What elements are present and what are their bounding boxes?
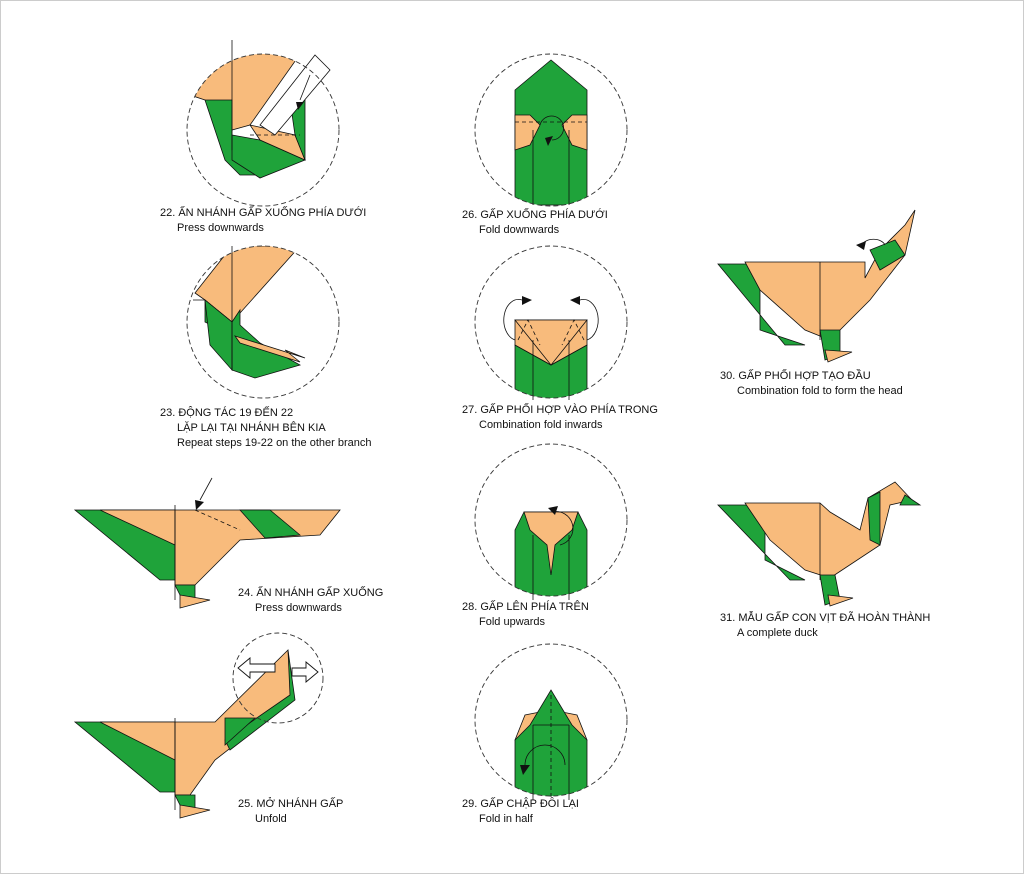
step-29-title: 29. GẤP CHẬP ĐÔI LẠI — [462, 798, 579, 810]
step-22-subtitle: Press downwards — [177, 222, 264, 234]
step-29-illustration — [474, 643, 628, 800]
step-31-subtitle: A complete duck — [737, 627, 818, 639]
step-31-title: 31. MẪU GẤP CON VỊT ĐÃ HOÀN THÀNH — [720, 612, 931, 624]
step-25-title: 25. MỞ NHÁNH GẤP — [238, 798, 344, 810]
step-31-illustration — [717, 481, 922, 607]
step-22-title: 22. ẤN NHÁNH GẤP XUỐNG PHÍA DƯỚI — [160, 207, 367, 219]
step-27-caption: 27. GẤP PHỐI HỢP VÀO PHÍA TRONG Combinat… — [462, 403, 658, 433]
step-27-subtitle: Combination fold inwards — [479, 419, 603, 431]
step-26-caption: 26. GẤP XUỐNG PHÍA DƯỚI Fold downwards — [462, 208, 608, 238]
step-22-illustration — [186, 40, 340, 207]
step-22-caption: 22. ẤN NHÁNH GẤP XUỐNG PHÍA DƯỚI Press d… — [160, 206, 366, 236]
step-25-illustration — [73, 632, 324, 819]
step-26-title: 26. GẤP XUỐNG PHÍA DƯỚI — [462, 209, 608, 221]
step-24-illustration — [73, 477, 341, 609]
step-25-caption: 25. MỞ NHÁNH GẤP Unfold — [238, 797, 343, 827]
step-28-subtitle: Fold upwards — [479, 616, 546, 628]
step-30-illustration — [717, 209, 916, 363]
step-28-title: 28. GẤP LÊN PHÍA TRÊN — [462, 601, 589, 613]
step-30-caption: 30. GẤP PHỐI HỢP TẠO ĐẦU Combination fol… — [720, 369, 903, 399]
step-23-line-1: LẶP LẠI TẠI NHÁNH BÊN KIA — [177, 422, 326, 434]
step-26-subtitle: Fold downwards — [479, 224, 560, 236]
step-23-illustration — [186, 245, 340, 399]
step-24-caption: 24. ẤN NHÁNH GẤP XUỐNG Press downwards — [238, 586, 383, 616]
step-24-subtitle: Press downwards — [255, 602, 342, 614]
step-30-subtitle: Combination fold to form the head — [737, 385, 903, 397]
step-29-caption: 29. GẤP CHẬP ĐÔI LẠI Fold in half — [462, 797, 579, 827]
step-23-title: 23. ĐỘNG TÁC 19 ĐẾN 22 — [160, 407, 294, 419]
step-23-line-2: Repeat steps 19-22 on the other branch — [177, 437, 372, 449]
step-29-subtitle: Fold in half — [479, 813, 533, 825]
step-27-title: 27. GẤP PHỐI HỢP VÀO PHÍA TRONG — [462, 404, 658, 416]
step-31-caption: 31. MẪU GẤP CON VỊT ĐÃ HOÀN THÀNH A comp… — [720, 611, 930, 641]
step-27-illustration — [474, 245, 628, 400]
step-23-caption: 23. ĐỘNG TÁC 19 ĐẾN 22 LẶP LẠI TẠI NHÁNH… — [160, 406, 371, 451]
step-24-title: 24. ẤN NHÁNH GẤP XUỐNG — [238, 587, 384, 599]
step-30-title: 30. GẤP PHỐI HỢP TẠO ĐẦU — [720, 370, 871, 382]
step-26-illustration — [474, 53, 628, 207]
step-28-illustration — [474, 443, 628, 600]
step-25-subtitle: Unfold — [255, 813, 287, 825]
step-28-caption: 28. GẤP LÊN PHÍA TRÊN Fold upwards — [462, 600, 589, 630]
